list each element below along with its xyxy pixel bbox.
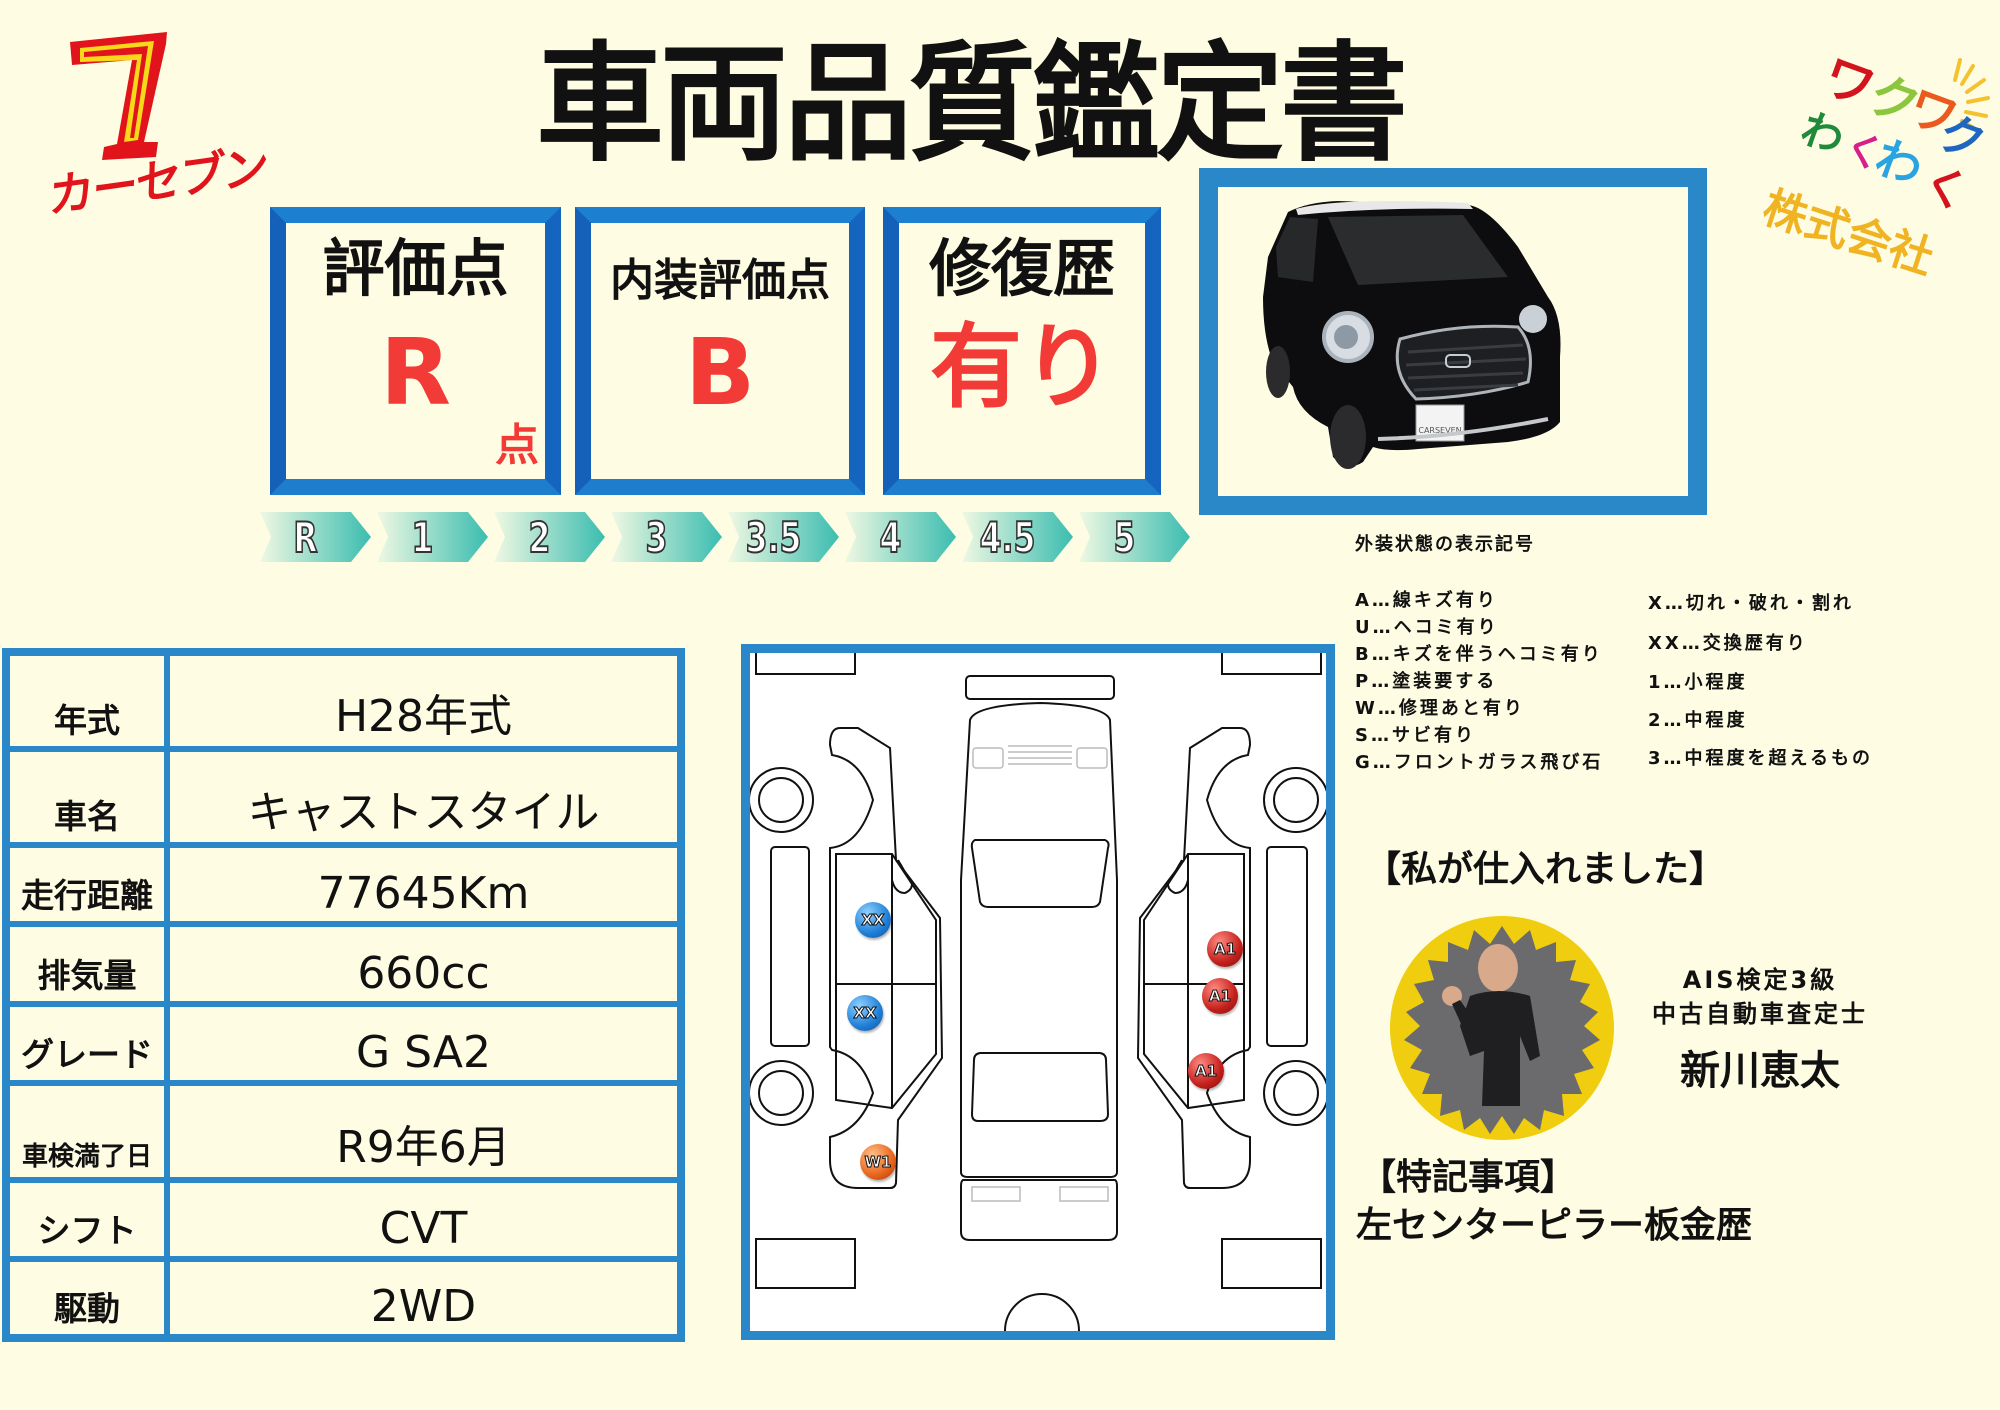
spec-label: シフト: [10, 1176, 170, 1262]
damage-mark-xx: XX: [855, 902, 891, 938]
scale-step: R: [260, 512, 371, 562]
spec-label: 走行距離: [10, 842, 170, 928]
vehicle-photo: CARSEVEN: [1263, 201, 1561, 469]
sunburst-icon: ワ ク ワ ク わ く わ く 株式会社: [1757, 47, 1993, 285]
spec-label: 排気量: [10, 921, 170, 1007]
damage-mark-a1: A1: [1188, 1053, 1224, 1089]
legend-item: P…塗装要する: [1355, 671, 1498, 692]
legend-item: 2…中程度: [1648, 710, 1748, 731]
spec-value: 77645Km: [164, 842, 677, 928]
carseven-logo-icon: [70, 32, 167, 160]
spec-label: グレード: [10, 1000, 170, 1086]
spec-value: キャストスタイル: [164, 745, 677, 849]
legend-item: W…修理あと有り: [1355, 698, 1525, 719]
scale-step: 4.5: [962, 512, 1073, 562]
scale-step: 3: [611, 512, 722, 562]
scale-step: 1: [377, 512, 488, 562]
car-outline-diagram: [748, 651, 1329, 1332]
spec-value: R9年6月: [164, 1079, 677, 1183]
rating-box-overall: 評価点 R 点: [270, 207, 561, 495]
rating-label: 評価点: [322, 232, 509, 305]
company-logo: ワ ク ワ ク わ く わ く 株式会社: [1757, 20, 1993, 290]
legend-item: G…フロントガラス飛び石: [1355, 752, 1604, 773]
damage-mark-w1: W1: [860, 1144, 896, 1180]
notes-text: 左センターピラー板金歴: [1356, 1205, 1753, 1246]
inspector-qualification: 中古自動車査定士: [1652, 1000, 1868, 1028]
spec-label: 年式: [10, 656, 170, 752]
rating-box-repair-history: 修復歴 有り: [883, 207, 1161, 495]
spec-label: 駆動: [10, 1255, 170, 1334]
table-row: 車名キャストスタイル: [10, 745, 677, 849]
damage-diagram: [741, 644, 1335, 1340]
inspector-heading: 【私が仕入れました】: [1365, 849, 1726, 890]
spec-value: 660cc: [164, 921, 677, 1007]
rating-value: 有り: [929, 314, 1114, 421]
inspector-photo: [1404, 926, 1600, 1134]
legend-item: X…切れ・破れ・割れ: [1648, 593, 1854, 614]
rating-label: 修復歴: [928, 232, 1115, 305]
legend-item: U…ヘコミ有り: [1355, 617, 1499, 638]
svg-text:株式会社: 株式会社: [1760, 182, 1940, 285]
legend-item: A…線キズ有り: [1355, 590, 1498, 611]
svg-text:CARSEVEN: CARSEVEN: [1418, 426, 1461, 435]
spec-value: CVT: [164, 1176, 677, 1262]
grade-scale: R 1 2 3 3.5 4 4.5 5: [260, 512, 1190, 562]
damage-mark-a1: A1: [1207, 931, 1243, 967]
avatar: [1390, 916, 1614, 1140]
notes-heading: 【特記事項】: [1360, 1157, 1577, 1198]
legend-item: 1…小程度: [1648, 672, 1748, 693]
damage-mark-a1: A1: [1202, 978, 1238, 1014]
scale-step: 5: [1079, 512, 1190, 562]
legend-title: 外装状態の表示記号: [1355, 534, 1535, 555]
rating-unit: 点: [495, 420, 539, 471]
scale-step: 4: [845, 512, 956, 562]
vehicle-photo-frame: CARSEVEN: [1199, 168, 1707, 515]
scale-step: 2: [494, 512, 605, 562]
page-title: 車両品質鑑定書: [535, 30, 1408, 179]
spec-label: 車名: [10, 745, 170, 849]
legend-item: S…サビ有り: [1355, 725, 1476, 746]
spec-value: G SA2: [164, 1000, 677, 1086]
scale-step: 3.5: [728, 512, 839, 562]
spec-value: 2WD: [164, 1255, 677, 1334]
rating-value: B: [684, 319, 756, 426]
rating-box-interior: 内装評価点 B: [575, 207, 865, 495]
legend-item: B…キズを伴うヘコミ有り: [1355, 644, 1603, 665]
spec-value: H28年式: [164, 656, 677, 752]
inspector-name: 新川恵太: [1680, 1048, 1840, 1094]
legend-item: 3…中程度を超えるもの: [1648, 748, 1873, 769]
spec-label: 車検満了日: [10, 1079, 170, 1183]
rating-label: 内装評価点: [610, 255, 830, 306]
damage-mark-xx: XX: [847, 995, 883, 1031]
legend-item: XX…交換歴有り: [1648, 633, 1808, 654]
inspector-qualification: AIS検定3級: [1682, 966, 1838, 994]
rating-value: R: [380, 319, 451, 426]
